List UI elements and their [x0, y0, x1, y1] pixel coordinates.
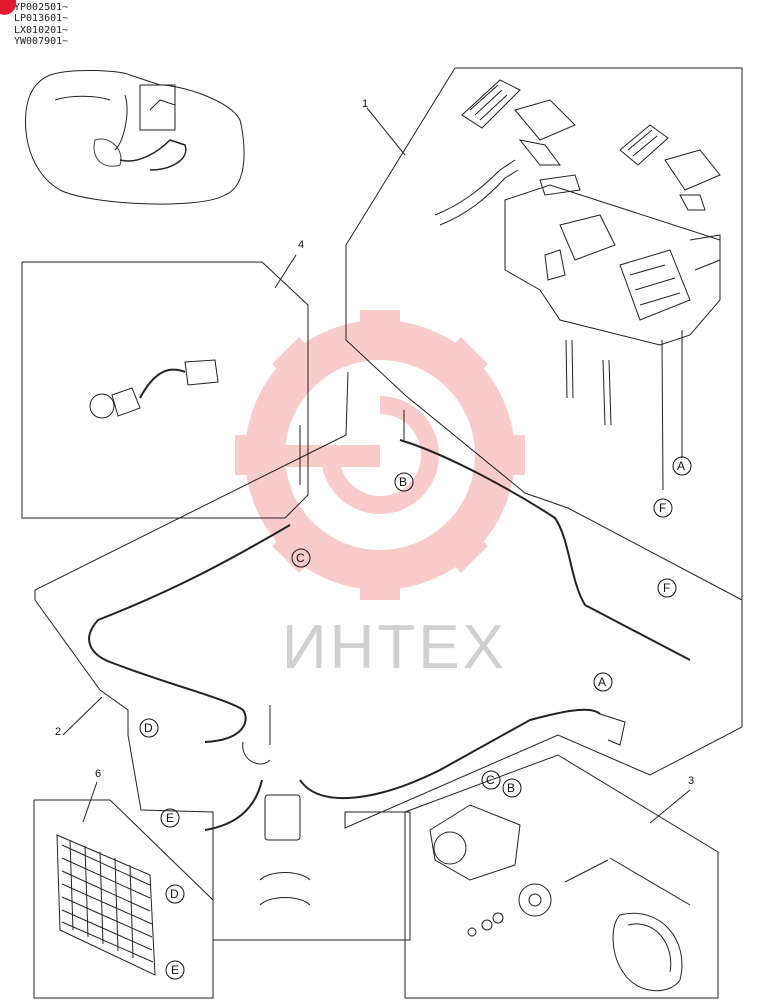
svg-text:D: D — [170, 887, 179, 901]
callout-c-compressor: C — [481, 770, 501, 790]
machine-overview — [24, 70, 245, 205]
piping-region — [34, 371, 743, 941]
item-number-2: 2 — [55, 726, 61, 738]
callout-a-unit: A — [672, 456, 692, 476]
svg-text:A: A — [598, 675, 606, 689]
watermark-text: ИНТЕХ — [282, 613, 507, 682]
watermark-gear-icon — [235, 310, 525, 600]
serial-4: YW007901~ — [14, 36, 69, 47]
heater-unit-region — [345, 67, 743, 601]
svg-text:F: F — [659, 501, 666, 515]
callout-a-pipe: A — [593, 672, 613, 692]
svg-text:A: A — [677, 459, 685, 473]
switch-region — [21, 254, 309, 519]
callout-b-compressor: B — [502, 778, 522, 798]
svg-text:E: E — [171, 963, 179, 977]
callout-e-pipe: E — [160, 808, 180, 828]
svg-text:C: C — [486, 773, 495, 787]
serial-3: LX010201~ — [14, 25, 69, 36]
svg-text:B: B — [507, 781, 515, 795]
condenser-region — [33, 781, 214, 999]
svg-text:E: E — [166, 811, 174, 825]
item-number-1: 1 — [362, 98, 368, 110]
callout-f-pipe: F — [657, 578, 677, 598]
svg-text:C: C — [296, 551, 305, 565]
corner-mark — [0, 0, 17, 15]
item-number-3: 3 — [688, 775, 694, 787]
compressor-region — [404, 754, 719, 999]
svg-text:D: D — [144, 721, 153, 735]
callout-b-pipe: B — [394, 472, 414, 492]
callout-d-pipe: D — [139, 718, 159, 738]
callout-f-unit: F — [653, 498, 673, 518]
callout-e-condenser: E — [165, 960, 185, 980]
callout-c-pipe: C — [291, 548, 311, 568]
callout-d-condenser: D — [165, 884, 185, 904]
item-number-4: 4 — [298, 239, 304, 251]
item-number-6: 6 — [95, 768, 101, 780]
svg-text:F: F — [663, 581, 670, 595]
svg-text:B: B — [399, 475, 407, 489]
serial-1: YP002501~ — [14, 2, 69, 13]
serial-2: LP013601~ — [14, 13, 69, 24]
